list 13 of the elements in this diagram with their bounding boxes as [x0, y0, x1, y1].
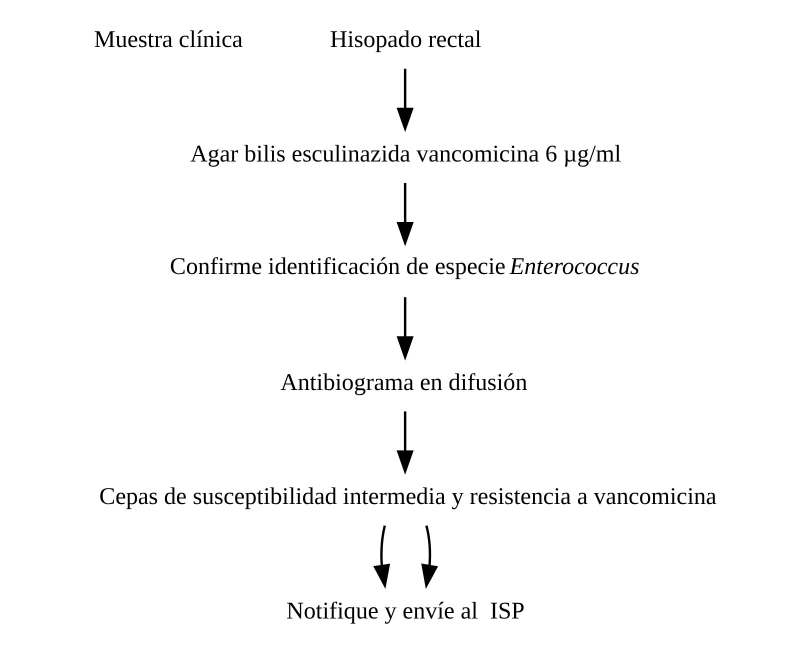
- node-text: Agar bilis esculinazida vancomicina 6 µg/ml: [190, 141, 621, 168]
- node-text: Notifique y envíe al ISP: [286, 598, 524, 624]
- arrow: [396, 182, 414, 246]
- node-text: Antibiograma en difusión: [280, 370, 527, 396]
- node-text: Cepas de susceptibilidad intermedia y resistencia a vancomicina: [98, 484, 716, 510]
- node-text: Confirme identificación de especie Enterococcus: [169, 254, 639, 280]
- arrow: [396, 297, 414, 361]
- node-text: Hisopado rectal: [329, 27, 481, 54]
- arrow: [420, 525, 438, 589]
- arrow: [396, 411, 414, 475]
- arrow: [372, 525, 390, 589]
- arrow: [396, 68, 414, 132]
- label: Muestra clínica: [94, 27, 242, 54]
